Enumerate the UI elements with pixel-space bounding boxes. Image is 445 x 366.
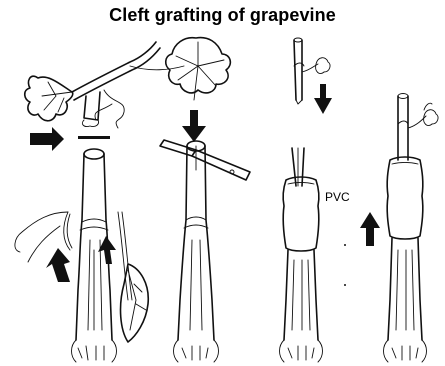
pvc-tube <box>283 177 319 251</box>
grape-leaf-icon <box>166 38 231 100</box>
arrow-up-icon <box>46 248 70 282</box>
rootstock-with-scion <box>280 148 323 362</box>
scion-cane <box>72 42 184 128</box>
scion-grafted <box>398 94 438 161</box>
rootstock-trunk-split <box>174 141 219 362</box>
panel-1-scion-and-rootstock <box>15 42 184 362</box>
pvc-label: PVC <box>325 190 350 204</box>
arrow-up-icon <box>360 212 380 246</box>
arrow-down-icon <box>182 110 206 142</box>
marker-dot <box>344 244 346 246</box>
grape-leaf-icon <box>25 76 73 121</box>
arrow-down-icon <box>314 84 332 114</box>
marker-dot <box>344 284 346 286</box>
panel-2-splitting-rootstock <box>160 38 250 362</box>
pvc-tube <box>387 157 423 239</box>
arrow-right-icon <box>30 127 64 151</box>
wedge-scion-right <box>118 212 148 342</box>
panel-4-completed-graft <box>360 94 438 363</box>
cut-mark <box>78 136 110 139</box>
rootstock-trunk-final <box>384 238 427 362</box>
